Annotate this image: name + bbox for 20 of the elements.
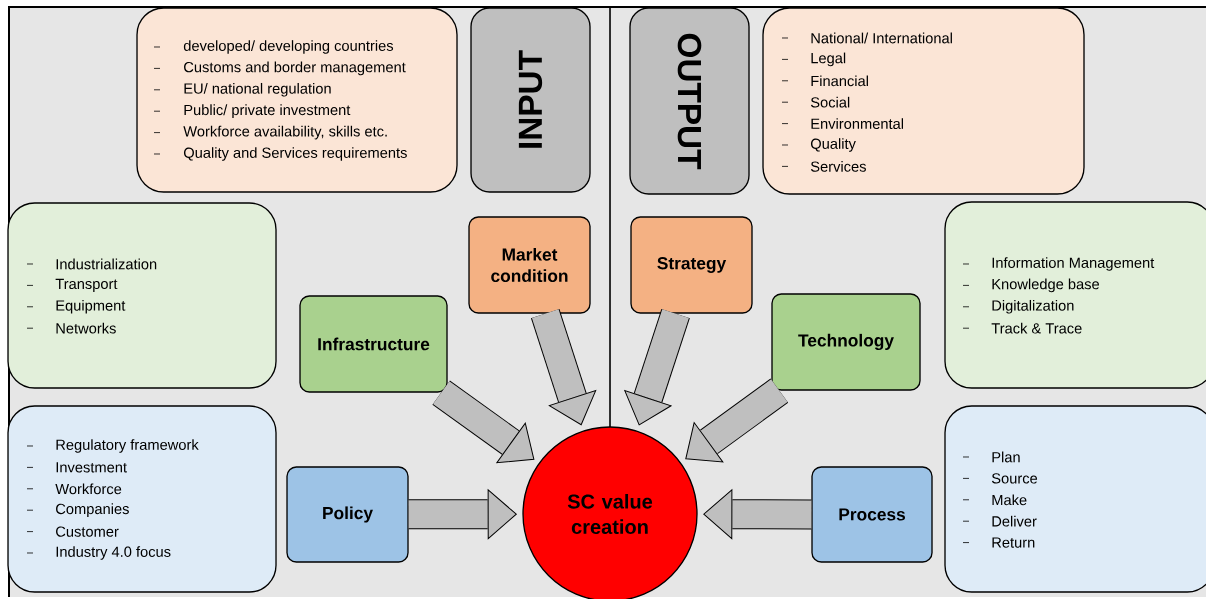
factor-box: Market condition [468,216,591,314]
block-arrow [703,489,812,540]
factor-box: Technology [771,293,921,391]
heading-box: INPUT [470,7,591,193]
block-arrow [685,378,789,463]
list-box: Regulatory framework Investment Workforce Companies Customer Industry 4.0 focus [7,405,277,593]
list-box: Industrialization Transport Equipment Networks [7,202,277,389]
factor-box: Process [811,466,933,563]
list-box: National/ International Legal Financial Social Environmental Quality Services [762,7,1085,195]
block-arrow [408,489,517,540]
list-box: Information Management Knowledge base Digitalization Track & Trace [944,201,1206,389]
block-arrow [530,309,597,426]
block-arrow [624,308,690,426]
factor-box: Strategy [630,216,753,314]
factor-box: Infrastructure [299,295,448,393]
factor-box: Policy [286,466,409,563]
heading-box: OUTPUT [629,7,750,195]
block-arrow [432,380,535,464]
list-box: developed/ developing countries Customs and border management EU/ national regulation Public/ private investment Workforce availability, skills etc. Quality and Services requirements [136,7,458,193]
list-box: Plan Source Make Deliver Return [944,405,1206,593]
